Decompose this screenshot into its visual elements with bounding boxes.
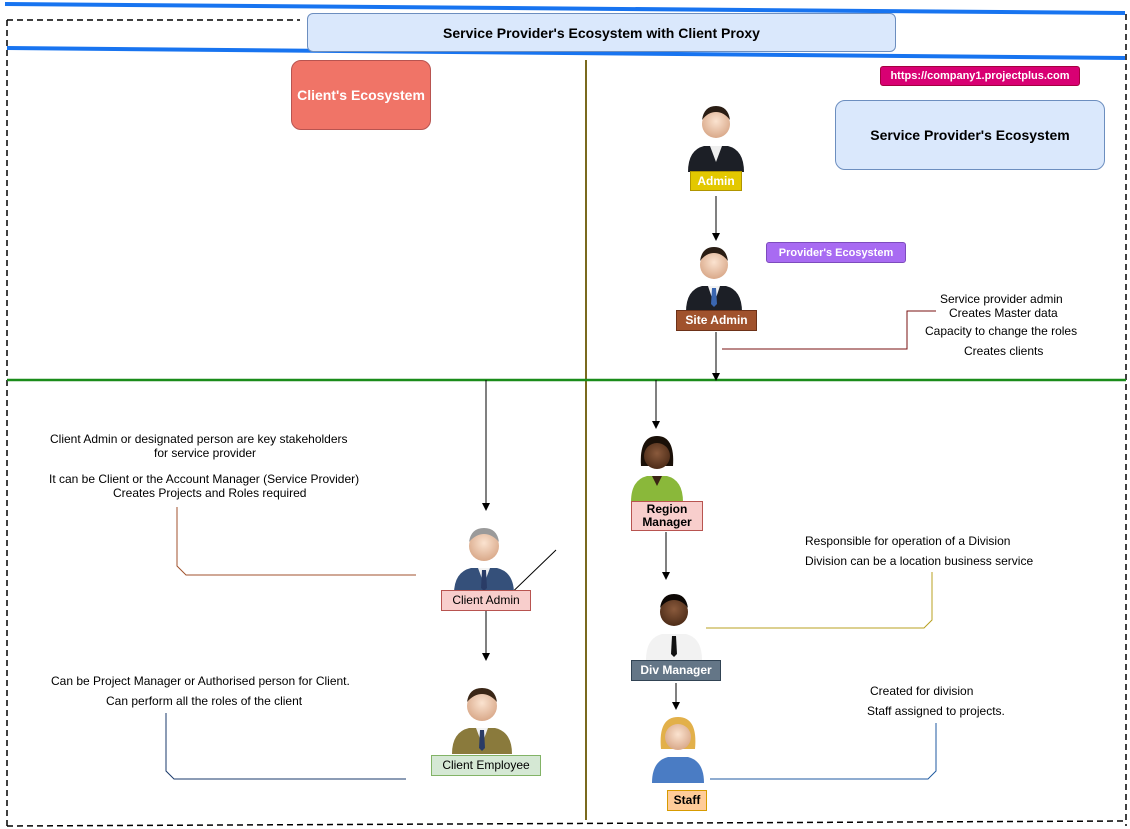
note-staff-line-1: Created for division [870,684,974,698]
header-top-line [4,2,1126,15]
role-div-manager: Div Manager [631,660,721,681]
person-client-employee-icon [452,688,512,754]
note-client-admin-line-4: Creates Projects and Roles required [113,486,307,500]
note-staff-line-2: Staff assigned to projects. [867,704,1005,718]
note-client-employee-line-2: Can perform all the roles of the client [106,694,303,708]
role-client-admin: Client Admin [441,590,531,611]
person-region-manager-icon [631,436,683,502]
callout-staff [710,723,937,780]
person-div-manager-icon [646,594,702,660]
client-ecosystem-badge: Client's Ecosystem [291,60,431,130]
providers-ecosystem-badge: Provider's Ecosystem [766,242,906,263]
callout-divmanager [706,572,933,629]
note-site-admin-line-1: Service provider admin [940,292,1063,306]
url-badge: https://company1.projectplus.com [880,66,1080,86]
note-site-admin-line-2: Creates Master data [949,306,1058,320]
note-site-admin-line-4: Creates clients [964,344,1044,358]
note-site-admin-line-3: Capacity to change the roles [925,324,1078,338]
note-client-employee-line-1: Can be Project Manager or Authorised per… [51,674,350,688]
callout-employee [165,713,406,780]
person-client-admin-icon [454,528,514,594]
frame-bottom [6,820,1127,827]
role-client-employee: Client Employee [431,755,541,776]
role-site-admin: Site Admin [676,310,757,331]
service-provider-ecosystem-badge: Service Provider's Ecosystem [835,100,1105,170]
role-admin: Admin [690,171,742,191]
header-bottom-line [6,46,1126,60]
person-staff-icon [652,717,704,783]
note-client-admin-line-1: Client Admin or designated person are ke… [50,432,348,446]
diagram-title: Service Provider's Ecosystem with Client… [307,13,896,52]
person-admin-icon [688,106,744,172]
callout-clientadmin [176,507,416,576]
note-client-admin-line-3: It can be Client or the Account Manager … [49,472,360,486]
callout-siteadmin [722,310,936,350]
note-div-manager-line-1: Responsible for operation of a Division [805,534,1011,548]
role-staff: Staff [667,790,707,811]
person-site-admin-icon [686,247,742,312]
note-client-admin-line-2: for service provider [154,446,257,460]
note-div-manager-line-2: Division can be a location business serv… [805,554,1034,568]
role-region-manager: Region Manager [631,501,703,531]
